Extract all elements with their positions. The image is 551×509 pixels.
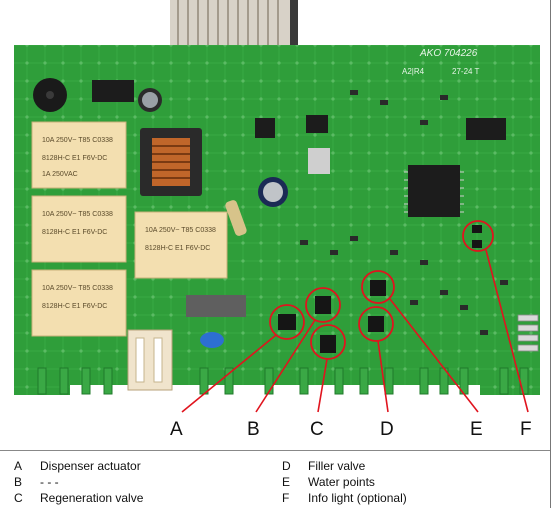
legend-text: - - - [40, 475, 59, 489]
relay-model: 8128H-C E1 F6V-DC [145, 245, 210, 252]
legend: A Dispenser actuator B - - - C Regenerat… [0, 450, 551, 509]
callout-label-a: A [170, 419, 183, 440]
legend-key: A [14, 459, 23, 473]
board-brand: AKO 704226 [419, 48, 478, 59]
leader-lines [181, 249, 529, 413]
callout-circles [269, 220, 494, 360]
smd-components [300, 90, 508, 335]
white-connector [127, 329, 173, 391]
leader-e [389, 298, 479, 413]
relay-model: 8128H-C E1 F6V-DC [42, 155, 107, 162]
callout-label-e: E [470, 419, 483, 440]
capacitor [200, 332, 224, 348]
relay-rating: 10A 250V~ T85 C0338 [42, 137, 113, 144]
callout-circle-c [310, 324, 346, 360]
relay-rating: 10A 250V~ T85 C0338 [42, 285, 113, 292]
ic-chip [92, 80, 134, 102]
legend-text: Info light (optional) [308, 491, 407, 505]
microcontroller [404, 165, 464, 217]
relay: 10A 250V~ T85 C0338 8128H-C E1 F6V-DC [134, 211, 228, 279]
legend-key: D [282, 459, 291, 473]
legend-text: Regeneration valve [40, 491, 144, 505]
callout-circle-b [305, 287, 341, 323]
callout-circle-d [358, 306, 394, 342]
board-date-code: 27-24 T [452, 67, 480, 76]
relays: 10A 250V~ T85 C0338 8128H-C E1 F6V-DC 1A… [31, 121, 228, 337]
leader-c [317, 358, 328, 413]
ic-chip [466, 118, 506, 140]
callout-label-b: B [247, 419, 260, 440]
callout-label-c: C [310, 419, 324, 440]
board-revision: A2|R4 [402, 67, 425, 76]
legend-key: E [282, 475, 291, 489]
relay-rating: 10A 250V~ T85 C0338 [42, 211, 113, 218]
ic-chip [255, 118, 275, 138]
leader-f [485, 249, 529, 413]
legend-key: F [282, 491, 290, 505]
transformer [140, 128, 202, 196]
legend-text: Water points [308, 475, 375, 489]
legend-text: Dispenser actuator [40, 459, 141, 473]
relay-rating: 10A 250V~ T85 C0338 [145, 227, 216, 234]
pcb-diagram: 10A 250V~ T85 C0338 8128H-C E1 F6V-DC 1A… [14, 0, 540, 440]
callout-circle-e [361, 270, 395, 304]
callout-circle-f [462, 220, 494, 252]
callout-circle-a [269, 304, 305, 340]
ic-chip [306, 115, 328, 133]
resistor [225, 200, 247, 236]
relay: 10A 250V~ T85 C0338 8128H-C E1 F6V-DC [31, 195, 127, 263]
relay: 10A 250V~ T85 C0338 8128H-C E1 F6V-DC 1A… [31, 121, 127, 189]
triacs [278, 225, 482, 353]
legend-key: B [14, 475, 23, 489]
callout-label-f: F [520, 419, 532, 440]
relay-model: 8128H-C E1 F6V-DC [42, 229, 107, 236]
relay-model: 8128H-C E1 F6V-DC [42, 303, 107, 310]
leader-a [181, 334, 277, 413]
leader-b [255, 319, 316, 413]
legend-key: C [14, 491, 23, 505]
callout-label-d: D [380, 419, 394, 440]
relay-contact: 1A 250VAC [42, 171, 78, 178]
varistor [186, 295, 246, 317]
regulator [308, 148, 330, 174]
leader-d [377, 340, 389, 413]
legend-text: Filler valve [308, 459, 366, 473]
relay: 10A 250V~ T85 C0338 8128H-C E1 F6V-DC [31, 269, 127, 337]
